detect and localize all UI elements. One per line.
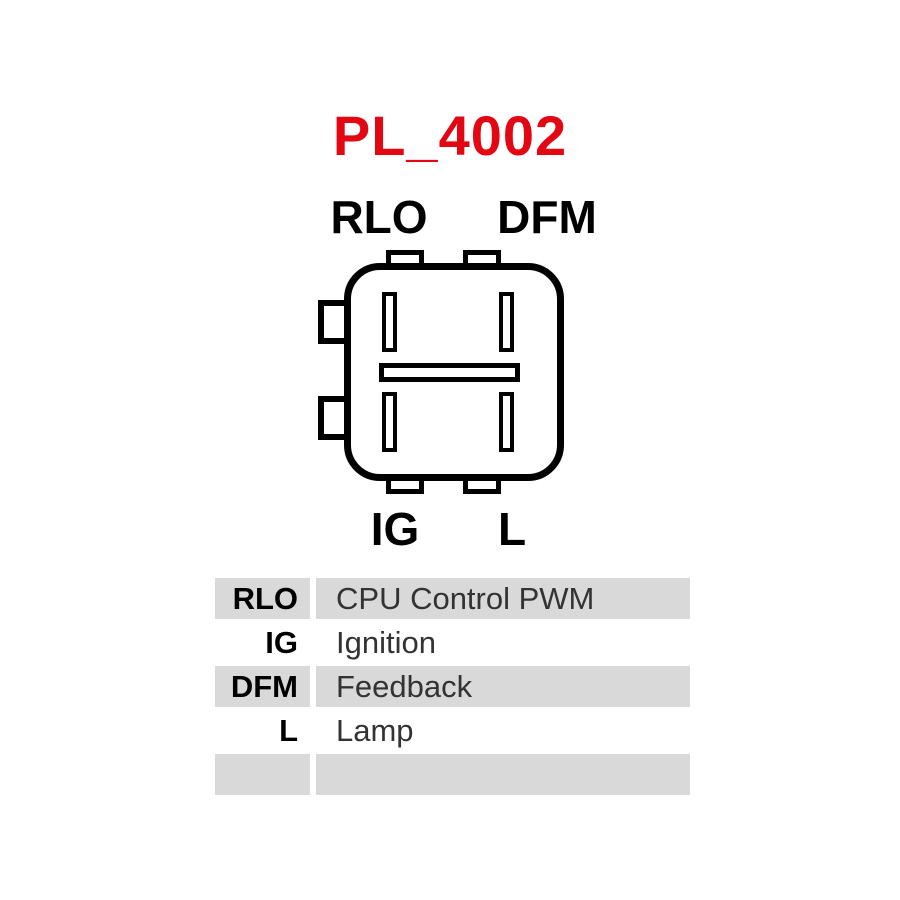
pin-description: CPU Control PWM bbox=[316, 578, 690, 619]
table-row: DFM Feedback bbox=[215, 666, 690, 707]
pin-slot-ig bbox=[382, 392, 397, 452]
pin-label: DFM bbox=[215, 666, 310, 707]
center-terminal-bar bbox=[379, 363, 520, 382]
pin-slot-dfm bbox=[499, 292, 514, 352]
pin-description-table: RLO CPU Control PWM IG Ignition DFM Feed… bbox=[209, 575, 696, 798]
pin-label: L bbox=[279, 713, 298, 748]
table-row bbox=[215, 754, 690, 795]
part-number-title: PL_4002 bbox=[332, 104, 568, 167]
terminal-label-rlo: RLO bbox=[330, 191, 428, 243]
terminal-label-ig: IG bbox=[370, 503, 420, 555]
table-row: IG Ignition bbox=[215, 622, 690, 663]
pin-label: RLO bbox=[215, 578, 310, 619]
pin-description: Feedback bbox=[316, 666, 690, 707]
table-row: L Lamp bbox=[215, 710, 690, 751]
terminal-label-l: L bbox=[497, 503, 527, 555]
table-row: RLO CPU Control PWM bbox=[215, 578, 690, 619]
pin-label bbox=[215, 754, 310, 795]
pin-slot-rlo bbox=[382, 292, 397, 352]
terminal-label-dfm: DFM bbox=[497, 191, 597, 243]
pin-slot-l bbox=[499, 392, 514, 452]
pin-description: Lamp bbox=[336, 713, 414, 748]
pin-label: IG bbox=[265, 625, 298, 660]
pin-description: Ignition bbox=[336, 625, 436, 660]
pin-description bbox=[316, 754, 690, 795]
